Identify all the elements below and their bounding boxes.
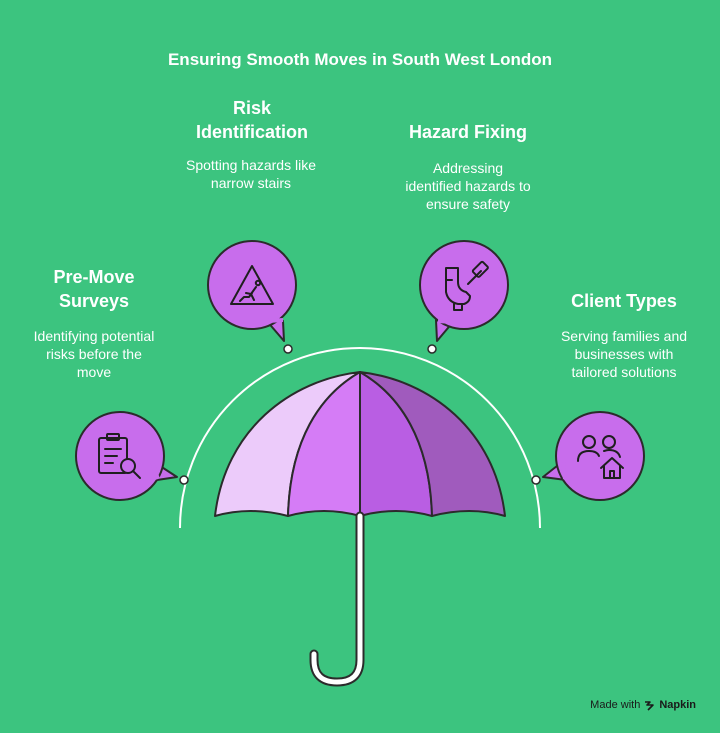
bubble-client-types (542, 411, 645, 501)
umbrella-canopy (214, 371, 506, 517)
clipboard-search-icon (98, 433, 141, 479)
bubble-risk-identification (207, 240, 297, 342)
item-desc-client-types: Serving families and businesses with tai… (560, 328, 688, 380)
napkin-logo-icon (645, 700, 655, 711)
item-desc-hazard-fixing: Addressing identified hazards to ensure … (405, 160, 531, 212)
falling-hazard-warning-icon (230, 265, 274, 305)
made-with-label: Made with (590, 699, 641, 711)
connector-dot-3 (427, 344, 437, 354)
bubble-hazard-fixing (419, 240, 509, 342)
item-title-risk-identification: Risk Identification (196, 98, 308, 142)
outer-arc (179, 347, 541, 529)
umbrella-handle (309, 511, 365, 687)
connector-dot-4 (531, 475, 541, 485)
made-with-napkin: Made with Napkin (590, 699, 696, 711)
napkin-brand: Napkin (659, 699, 696, 711)
bubble-pre-move-surveys (75, 411, 178, 501)
pipe-repair-hammer-icon (445, 260, 489, 311)
canopy-panel-4 (359, 371, 506, 517)
connector-dot-2 (283, 344, 293, 354)
connector-dot-1 (179, 475, 189, 485)
diagram-title: Ensuring Smooth Moves in South West Lond… (167, 50, 553, 69)
item-title-client-types: Client Types (571, 291, 677, 311)
canopy-panel-2 (287, 371, 361, 517)
item-title-pre-move-surveys: Pre-Move Surveys (53, 267, 135, 311)
item-desc-risk-identification: Spotting hazards like narrow stairs (186, 157, 316, 191)
people-home-icon (577, 435, 624, 479)
item-desc-pre-move-surveys: Identifying potential risks before the m… (33, 328, 155, 380)
item-title-hazard-fixing: Hazard Fixing (408, 122, 528, 142)
